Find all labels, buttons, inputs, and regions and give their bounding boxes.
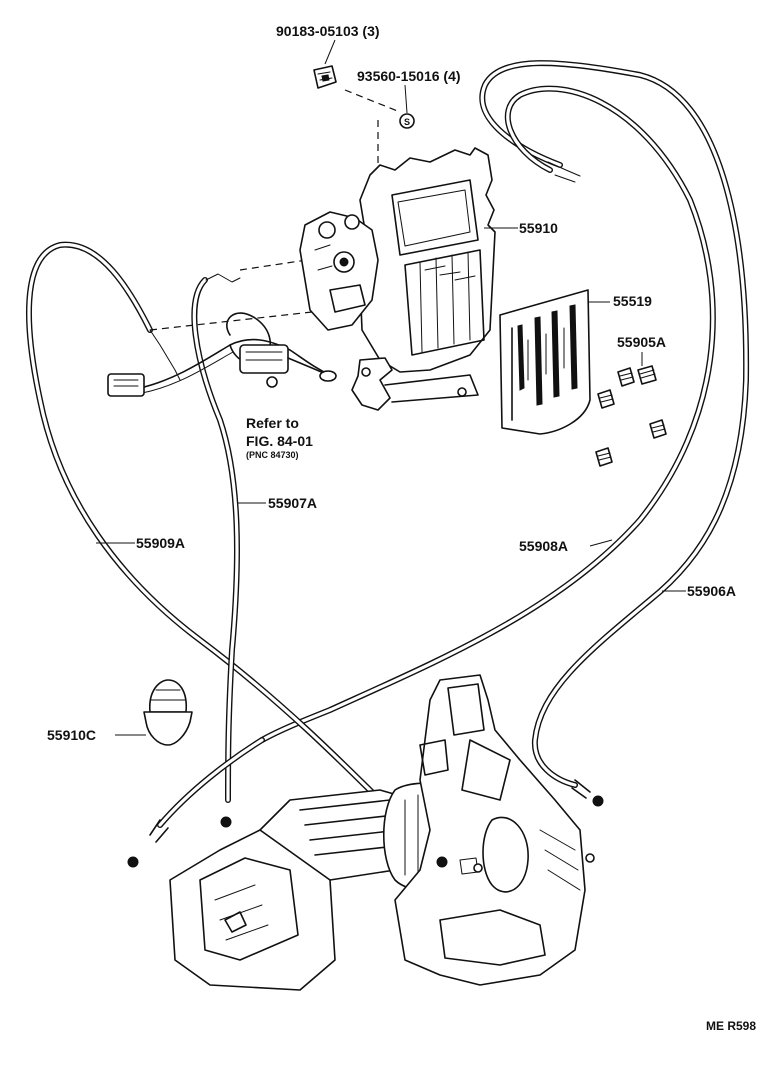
label-cable-55908a: 55908A bbox=[519, 538, 568, 554]
knob-icon bbox=[617, 367, 635, 387]
label-clip: 93560-15016 (4) bbox=[357, 68, 461, 84]
heater-unit-assy bbox=[169, 674, 595, 991]
screw-90183-05103 bbox=[313, 65, 337, 89]
leader-cable-55908a bbox=[589, 539, 613, 547]
knob-icon bbox=[637, 365, 657, 385]
leader-screw bbox=[324, 39, 336, 65]
label-grommet: 55910C bbox=[47, 727, 96, 743]
reference-note-pnc: (PNC 84730) bbox=[246, 450, 299, 460]
cable-end-nut-icon bbox=[220, 816, 232, 828]
label-cover: 55519 bbox=[613, 293, 652, 309]
reference-note-line2: FIG. 84-01 bbox=[246, 433, 313, 449]
switch-body-icon bbox=[239, 344, 289, 374]
heater-control-assy-55910 bbox=[299, 147, 496, 411]
label-cable-55906a: 55906A bbox=[687, 583, 736, 599]
cable-55907a bbox=[191, 273, 241, 828]
cable-55908a bbox=[259, 85, 716, 743]
label-knob: 55905A bbox=[617, 334, 666, 350]
leader-clip bbox=[404, 84, 408, 114]
knob-icon bbox=[597, 389, 615, 409]
assembly-guide-lines bbox=[149, 89, 401, 331]
control-cover-55519 bbox=[499, 289, 591, 435]
label-cable-55909a: 55909A bbox=[136, 535, 185, 551]
knobs-55905a bbox=[595, 365, 667, 467]
label-control-assy: 55910 bbox=[519, 220, 558, 236]
reference-note-line1: Refer to bbox=[246, 415, 299, 431]
cable-end-nut-icon bbox=[592, 795, 604, 807]
fastener-icon bbox=[436, 856, 448, 868]
drawing-code: ME R598 bbox=[706, 1019, 756, 1033]
cable-lower-left bbox=[127, 737, 265, 868]
grommet-55910c bbox=[143, 679, 193, 746]
clip-93560-15016: S bbox=[399, 113, 415, 129]
bulb-icon bbox=[319, 370, 337, 382]
cable-55906a bbox=[479, 60, 750, 807]
cable-end-nut-icon bbox=[127, 856, 139, 868]
clip-symbol: S bbox=[404, 117, 410, 127]
connector-icon bbox=[107, 373, 145, 397]
knob-icon bbox=[649, 419, 667, 439]
label-screw: 90183-05103 (3) bbox=[276, 23, 380, 39]
clip-icon bbox=[399, 113, 415, 129]
label-cable-55907a: 55907A bbox=[268, 495, 317, 511]
fan-switch-harness bbox=[107, 312, 337, 397]
knob-icon bbox=[595, 447, 613, 467]
